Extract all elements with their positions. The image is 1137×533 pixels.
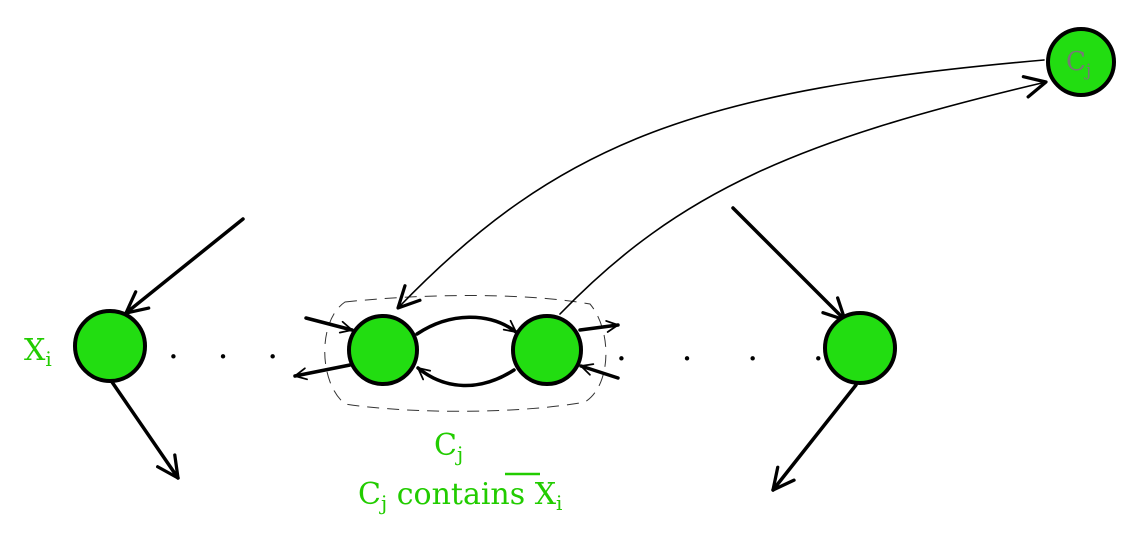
edge-out-left-chain-node (293, 363, 352, 381)
chain-node-left (347, 314, 419, 386)
label-xi: Xi (24, 333, 52, 371)
label-cj-group: Cj (434, 428, 463, 466)
edge-out-right-chain-node (578, 320, 620, 333)
edge-into-xi (124, 217, 245, 315)
chain-node-right (511, 314, 583, 386)
edge-into-left-chain-node (304, 316, 354, 334)
label-cj-node: Cj (1066, 47, 1091, 81)
edge-out-of-xi (110, 380, 180, 480)
edge-clause-to-left-chain-node (396, 59, 1045, 310)
ellipsis-right: . . . . (616, 329, 846, 369)
edge-out-of-right-node (771, 383, 858, 492)
ellipsis-left: . . . (168, 327, 292, 367)
edge-into-right-chain-node (579, 363, 620, 380)
clause-node-cj (1046, 27, 1116, 97)
edge-pair-backward (416, 366, 516, 388)
variable-node-right (823, 311, 897, 385)
variable-node-xi (73, 309, 147, 383)
caption-cj-contains-xi-bar: Cj contains Xi (358, 477, 562, 515)
edge-right-chain-node-to-clause (559, 75, 1048, 315)
edge-pair-forward (415, 315, 518, 336)
edge-into-right-node (731, 206, 847, 322)
clause-gadget-outline (324, 295, 607, 412)
